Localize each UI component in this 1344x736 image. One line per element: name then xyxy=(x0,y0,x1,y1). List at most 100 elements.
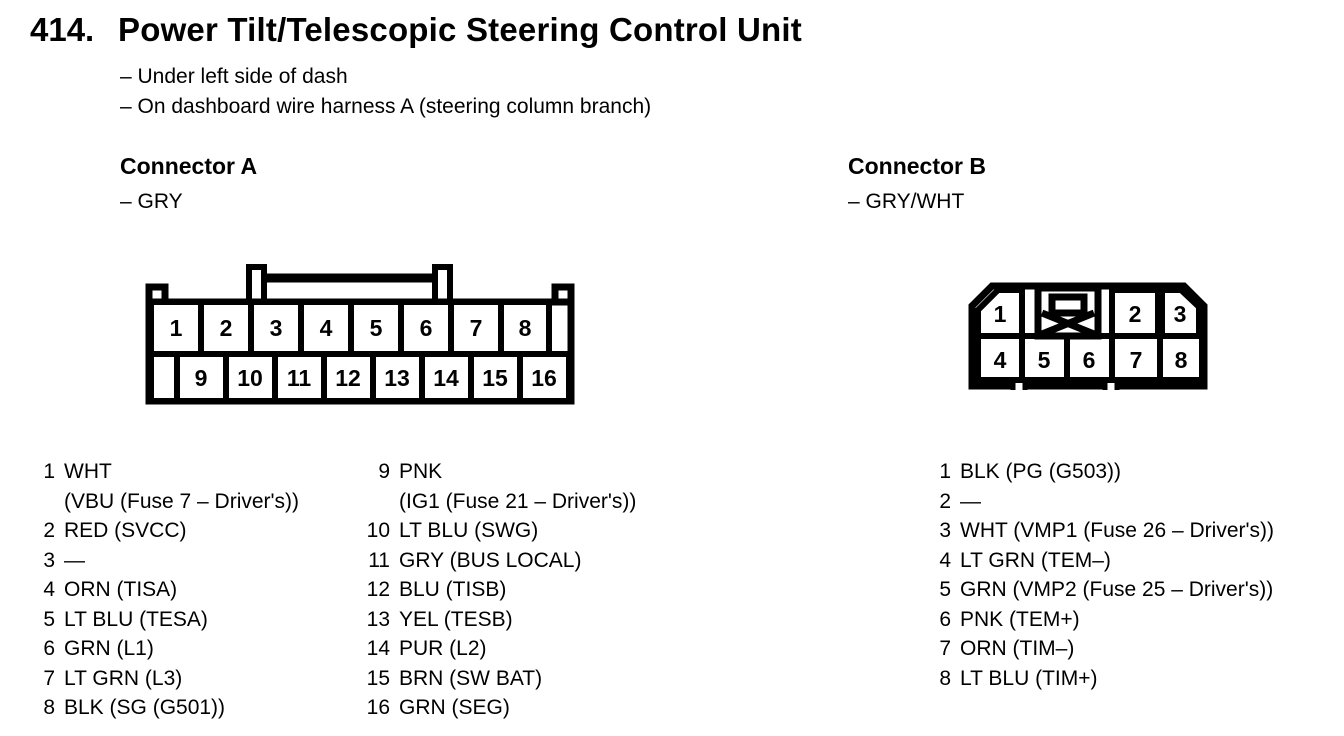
pin-list-desc: PNK (TEM+) xyxy=(960,607,1080,631)
pin-list-number: 5 xyxy=(43,607,55,631)
pin-list-desc: LT BLU (TIM+) xyxy=(960,666,1098,690)
pin-list-desc: BRN (SW BAT) xyxy=(399,666,543,690)
pin-list-desc: GRN (VMP2 (Fuse 25 – Driver's)) xyxy=(960,578,1274,601)
pin-cell xyxy=(223,351,278,404)
pin-list-desc: PNK (IG1 (Fuse 21 – Driver's)) xyxy=(399,460,637,513)
pin-list-desc: BLK (SG (G501)) xyxy=(64,696,226,719)
pin-list-number: 8 xyxy=(939,666,951,690)
pin-list-row: 15 BRN (SW BAT) xyxy=(357,664,636,694)
pin-number: 8 xyxy=(1175,347,1188,373)
pin-number: 10 xyxy=(237,365,263,391)
pin-number: 2 xyxy=(1129,301,1142,327)
pin-list-number: 9 xyxy=(378,460,390,483)
pin-cell xyxy=(1109,333,1163,383)
pin-number: 4 xyxy=(994,347,1007,373)
pin-number: 5 xyxy=(370,315,383,341)
pin-list-desc: — xyxy=(64,548,85,572)
pin-number: 7 xyxy=(470,315,483,341)
pin-list-row: 6 GRN (L1) xyxy=(33,634,299,664)
pin-list-number: 12 xyxy=(366,578,390,601)
connector-a-diagram: 1 2 3 4 5 6 7 8 9 10 11 12 13 14 15 16 xyxy=(145,264,575,405)
latch-cross-icon xyxy=(1040,309,1096,338)
pin-list-desc: GRN (L1) xyxy=(64,637,154,660)
pin-list-number: 14 xyxy=(366,637,390,660)
pin-list-row: 1 WHT (VBU (Fuse 7 – Driver's)) xyxy=(33,457,299,516)
pin-cell xyxy=(468,351,523,404)
pin-list-row: 3 — xyxy=(33,546,299,576)
pin-number: 4 xyxy=(320,315,333,341)
pin-list-row: 8 BLK (SG (G501)) xyxy=(33,693,299,723)
pin-number: 16 xyxy=(531,365,557,391)
pin-list-desc: LT BLU (TESA) xyxy=(64,607,208,631)
pin-list-number: 5 xyxy=(939,578,951,601)
pin-list-row: 6 PNK (TEM+) xyxy=(933,605,1274,635)
pin-list-number: 3 xyxy=(939,519,951,542)
pin-number: 9 xyxy=(195,365,208,391)
latch-slot xyxy=(1048,293,1088,317)
pin-number: 13 xyxy=(384,365,410,391)
pin-list-number: 7 xyxy=(43,666,55,690)
pin-number: 7 xyxy=(1130,347,1143,373)
pin-number: 6 xyxy=(420,315,433,341)
pin-list-row: 13 YEL (TESB) xyxy=(357,605,636,635)
section-heading: 414. Power Tilt/Telescopic Steering Cont… xyxy=(30,11,802,49)
pin-list-number: 3 xyxy=(43,548,55,572)
pin-list-desc: LT GRN (L3) xyxy=(64,666,183,690)
pin-list-row: 12 BLU (TISB) xyxy=(357,575,636,605)
pin-list-row: 1 BLK (PG (G503)) xyxy=(933,457,1274,487)
pin-list-row: 9 PNK (IG1 (Fuse 21 – Driver's)) xyxy=(357,457,636,516)
pin-list-number: 10 xyxy=(366,519,390,542)
pin-cell xyxy=(272,351,327,404)
pin-list-desc: WHT (VMP1 (Fuse 26 – Driver's)) xyxy=(960,519,1274,542)
latch-post-left xyxy=(246,264,267,307)
pin-cell xyxy=(398,299,454,357)
pin-list-row: 14 PUR (L2) xyxy=(357,634,636,664)
pin-number: 5 xyxy=(1038,347,1051,373)
pin-list-number: 11 xyxy=(368,548,390,572)
location-notes: – Under left side of dash – On dashboard… xyxy=(120,65,652,118)
section-number: 414. xyxy=(30,11,95,48)
pin-list-row: 5 GRN (VMP2 (Fuse 25 – Driver's)) xyxy=(933,575,1274,605)
pin-list-row: 3 WHT (VMP1 (Fuse 26 – Driver's)) xyxy=(933,516,1274,546)
pin-cell xyxy=(1157,333,1205,383)
pin-cell xyxy=(517,351,572,404)
pin-number: 3 xyxy=(1174,301,1187,327)
pin-list-desc: RED (SVCC) xyxy=(64,519,187,542)
pin-list-number: 8 xyxy=(43,696,55,719)
pin-list-number: 1 xyxy=(43,460,55,483)
pin-list-desc: LT GRN (TEM–) xyxy=(960,548,1111,572)
pin-number: 12 xyxy=(335,365,361,391)
pin-number: 2 xyxy=(220,315,233,341)
pin-number: 8 xyxy=(519,315,532,341)
pin-list-row: 2 RED (SVCC) xyxy=(33,516,299,546)
pin-list-desc: BLU (TISB) xyxy=(399,578,507,601)
latch-post-right xyxy=(432,264,453,307)
connector-a-pin-list-left: 1 WHT (VBU (Fuse 7 – Driver's)) 2 RED (S… xyxy=(33,457,299,723)
pin-list-desc: ORN (TISA) xyxy=(64,578,178,601)
pin-number: 3 xyxy=(270,315,283,341)
pin-list-row: 2 — xyxy=(933,487,1274,517)
page-title: Power Tilt/Telescopic Steering Control U… xyxy=(118,11,802,48)
pin-list-desc: GRY (BUS LOCAL) xyxy=(399,548,582,572)
connector-b-diagram: 1 2 3 4 5 6 7 8 xyxy=(968,282,1208,390)
pin-list-row: 4 ORN (TISA) xyxy=(33,575,299,605)
pin-number: 1 xyxy=(994,301,1007,327)
pin-list-desc: WHT (VBU (Fuse 7 – Driver's)) xyxy=(64,460,300,513)
pin-list-number: 16 xyxy=(366,696,390,719)
pin-list-row: 10 LT BLU (SWG) xyxy=(357,516,636,546)
connector-a-wire-color: – GRY xyxy=(120,190,183,213)
pin-list-number: 2 xyxy=(939,489,951,513)
connector-a-pin-list-right: 9 PNK (IG1 (Fuse 21 – Driver's)) 10 LT B… xyxy=(357,457,637,723)
pin-number: 6 xyxy=(1083,347,1096,373)
pin-list-desc: GRN (SEG) xyxy=(399,696,510,719)
pin-list-number: 7 xyxy=(939,637,951,660)
connector-b-pin-list: 1 BLK (PG (G503)) 2 — 3 WHT (VMP1 (Fuse … xyxy=(933,457,1274,693)
pin-list-desc: YEL (TESB) xyxy=(399,607,513,631)
pin-list-row: 4 LT GRN (TEM–) xyxy=(933,546,1274,576)
blank-cell xyxy=(148,351,180,404)
pin-list-number: 6 xyxy=(939,607,951,631)
pin-list-number: 6 xyxy=(43,637,55,660)
pin-list-desc: ORN (TIM–) xyxy=(960,637,1075,660)
pin-list-row: 8 LT BLU (TIM+) xyxy=(933,664,1274,694)
pin-list-row: 11 GRY (BUS LOCAL) xyxy=(357,546,636,576)
